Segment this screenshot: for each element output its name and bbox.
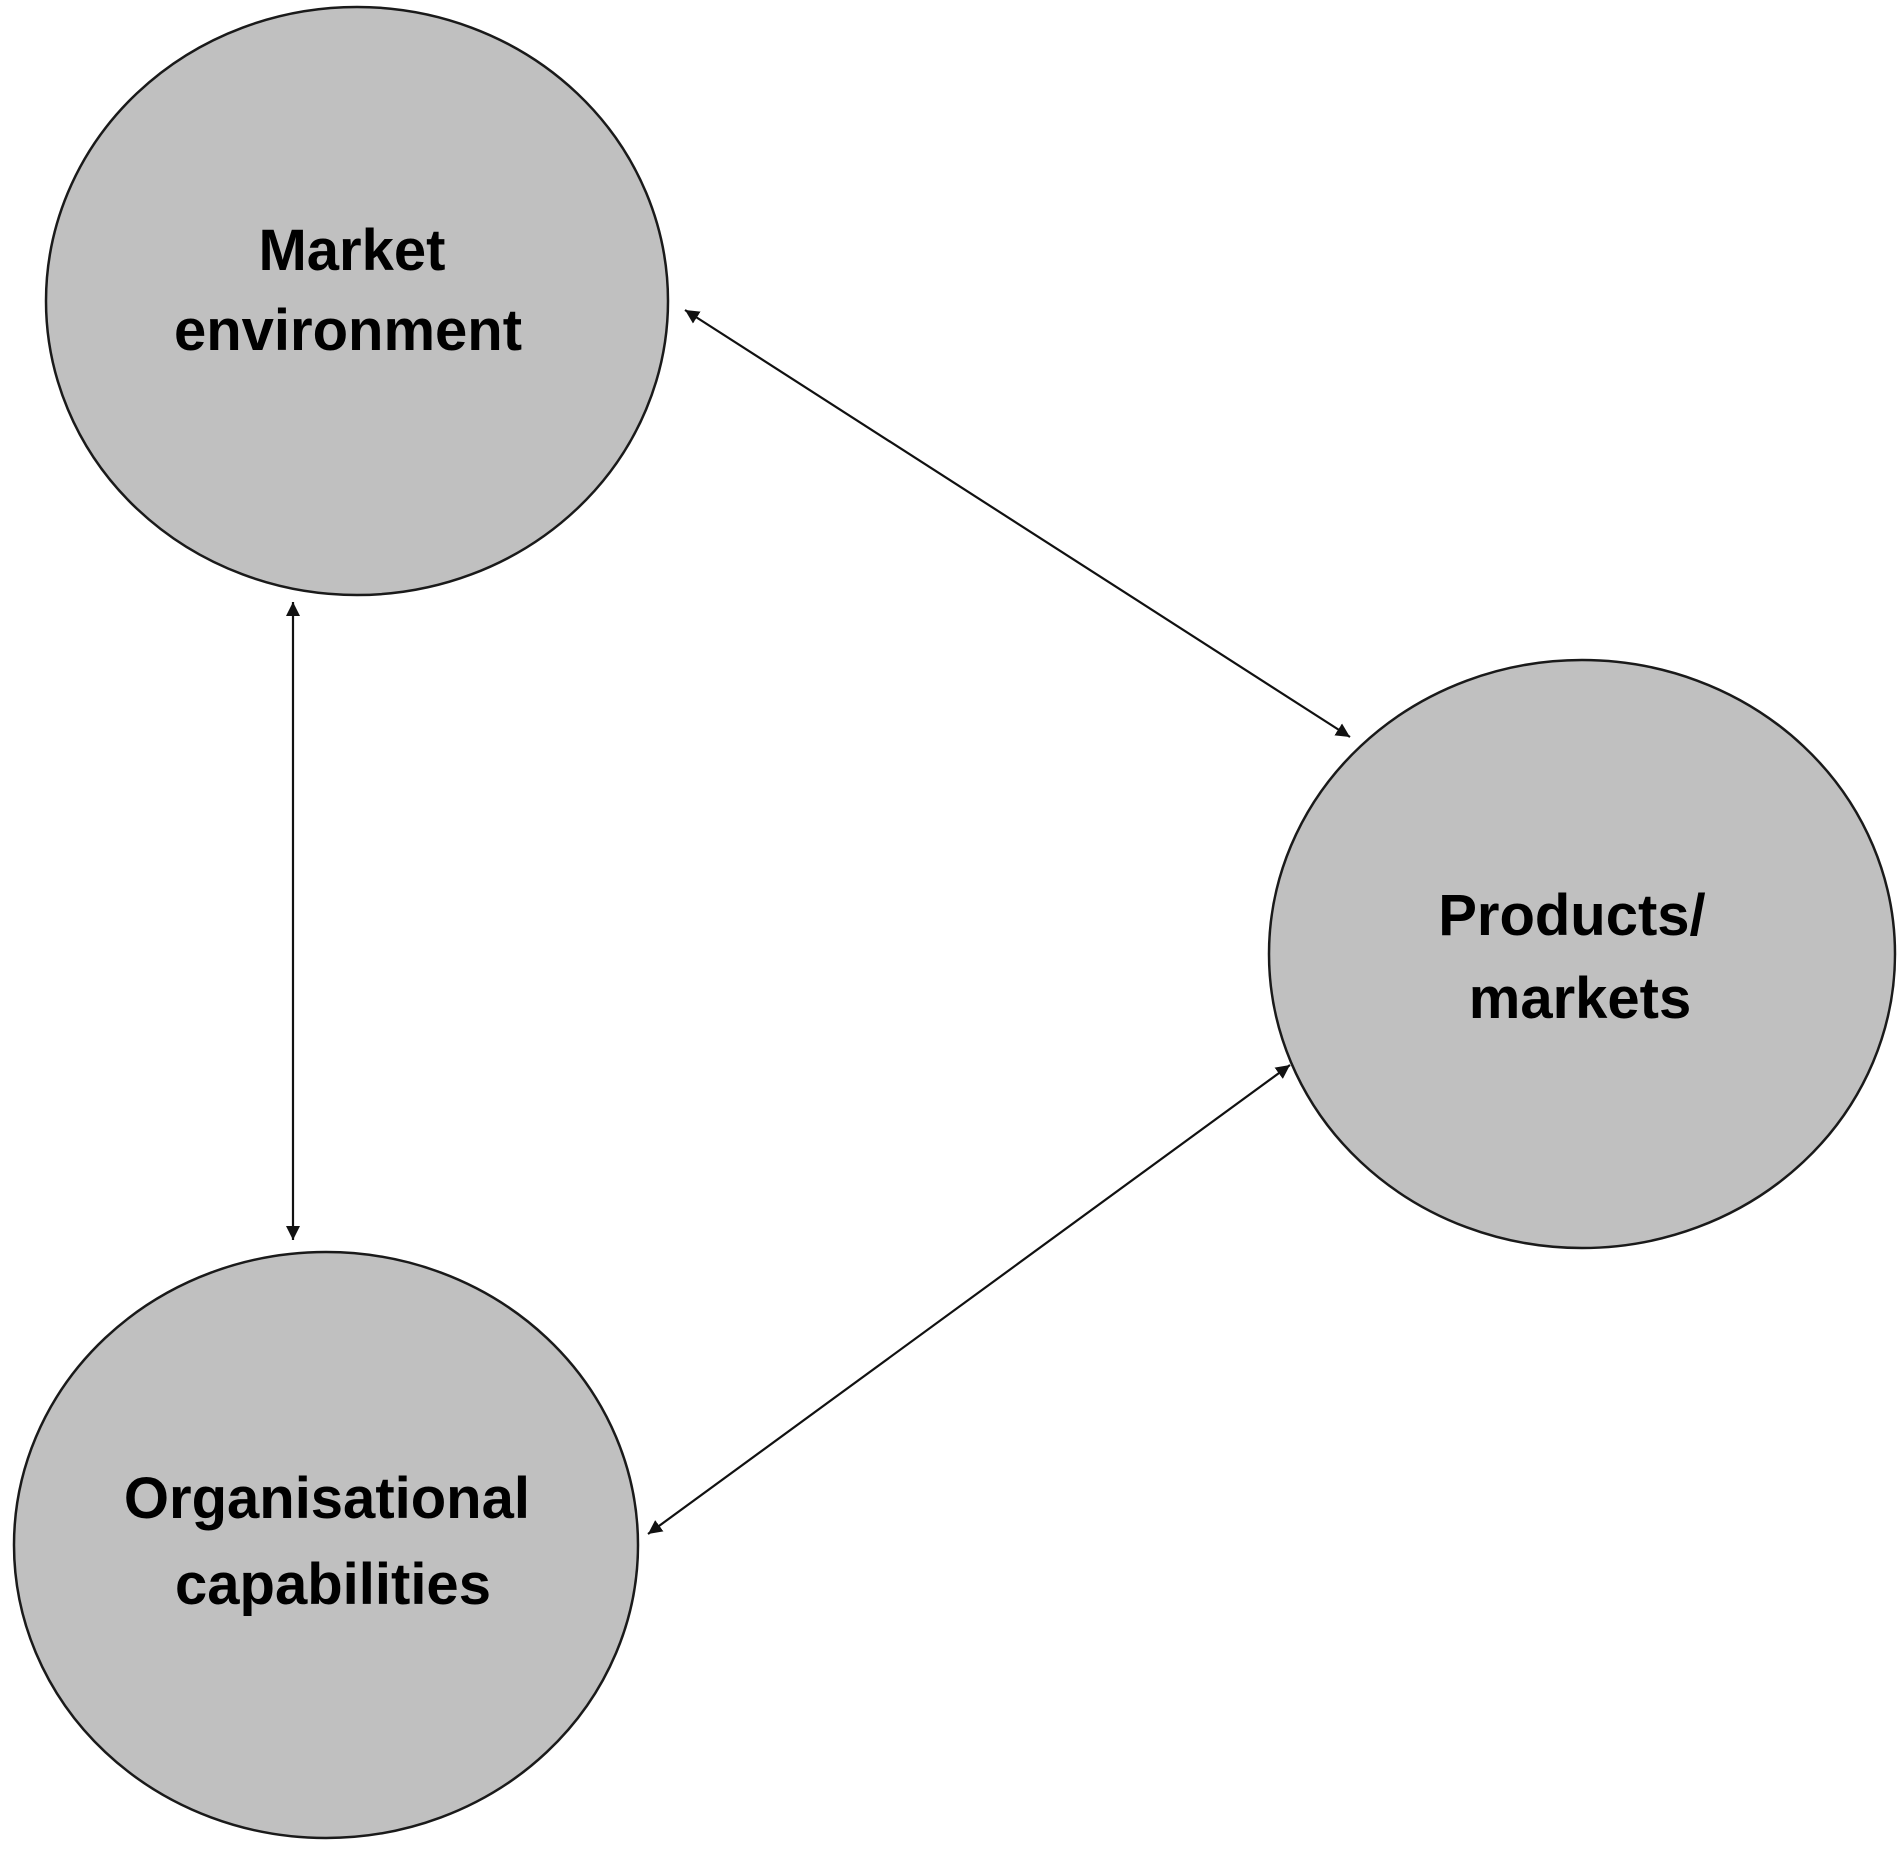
market-environment-label: Market environment [174,218,522,363]
node-products-markets: Products/ markets [1267,658,1897,1250]
connector-market-products [684,309,1351,738]
market-environment-label-line-2: environment [174,298,522,363]
market-environment-circle [44,5,670,597]
products-markets-label: Products/ markets [1438,883,1722,1031]
organisational-capabilities-label-line-2: capabilities [175,1552,491,1617]
products-markets-circle [1267,658,1897,1250]
market-environment-label-line-1: Market [258,218,445,283]
organisational-capabilities-label-line-1: Organisational [124,1466,530,1531]
connector-products-organisational [647,1064,1291,1535]
organisational-capabilities-circle [12,1250,640,1840]
products-markets-label-line-1: Products/ [1438,883,1706,948]
products-markets-label-line-2: markets [1469,966,1691,1031]
node-market-environment: Market environment [44,5,670,597]
node-organisational-capabilities: Organisational capabilities [12,1250,640,1840]
organisational-capabilities-label: Organisational capabilities [124,1466,546,1617]
